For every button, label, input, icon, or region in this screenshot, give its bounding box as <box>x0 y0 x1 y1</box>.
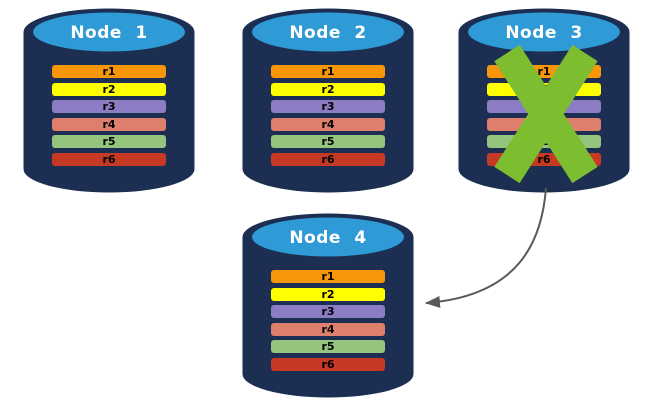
node-rows: r1 r2 r3 r4 r5 r6 <box>271 65 385 166</box>
row-r6: r6 <box>271 152 385 166</box>
node-rows: r1 r2 r3 r4 r5 r6 <box>52 65 166 166</box>
row-label: r4 <box>321 322 335 336</box>
row-label: r2 <box>321 287 335 301</box>
row-r4: r4 <box>271 322 385 336</box>
row-r2: r2 <box>271 82 385 96</box>
row-label: r2 <box>102 82 116 96</box>
row-r3: r3 <box>271 100 385 114</box>
row-label: r6 <box>102 152 116 166</box>
row-r3: r3 <box>271 305 385 319</box>
row-label: r6 <box>321 357 335 371</box>
row-label: r1 <box>321 270 335 283</box>
row-label: r6 <box>321 152 335 166</box>
node-title: Node 4 <box>289 228 367 248</box>
node-title: Node 1 <box>70 23 148 43</box>
failure-x-icon <box>494 44 598 184</box>
node-4: Node 4 r1 r2 r3 r4 r5 r6 <box>242 213 414 398</box>
node-2: Node 2 r1 r2 r3 r4 r5 r6 <box>242 8 414 193</box>
row-label: r3 <box>321 305 335 319</box>
row-label: r5 <box>321 340 335 354</box>
row-r1: r1 <box>271 65 385 78</box>
row-label: r5 <box>321 135 335 149</box>
row-label: r4 <box>102 117 116 131</box>
row-label: r2 <box>321 82 335 96</box>
node-1: Node 1 r1 r2 r3 r4 r5 r6 <box>23 8 195 193</box>
row-r1: r1 <box>271 270 385 283</box>
row-label: r1 <box>102 65 116 78</box>
node-rows: r1 r2 r3 r4 r5 r6 <box>271 270 385 371</box>
row-r1: r1 <box>52 65 166 78</box>
row-r5: r5 <box>271 340 385 354</box>
row-label: r1 <box>321 65 335 78</box>
row-r4: r4 <box>52 117 166 131</box>
row-r5: r5 <box>52 135 166 149</box>
row-r3: r3 <box>52 100 166 114</box>
row-label: r3 <box>102 100 116 114</box>
row-r2: r2 <box>271 287 385 301</box>
row-label: r5 <box>102 135 116 149</box>
row-r4: r4 <box>271 117 385 131</box>
row-r2: r2 <box>52 82 166 96</box>
node-title: Node 3 <box>505 23 583 43</box>
row-label: r4 <box>321 117 335 131</box>
row-r6: r6 <box>52 152 166 166</box>
row-label: r3 <box>321 100 335 114</box>
row-r5: r5 <box>271 135 385 149</box>
row-label: r6 <box>537 152 551 166</box>
node-title: Node 2 <box>289 23 367 43</box>
row-label: r1 <box>537 65 551 78</box>
row-r6: r6 <box>271 357 385 371</box>
